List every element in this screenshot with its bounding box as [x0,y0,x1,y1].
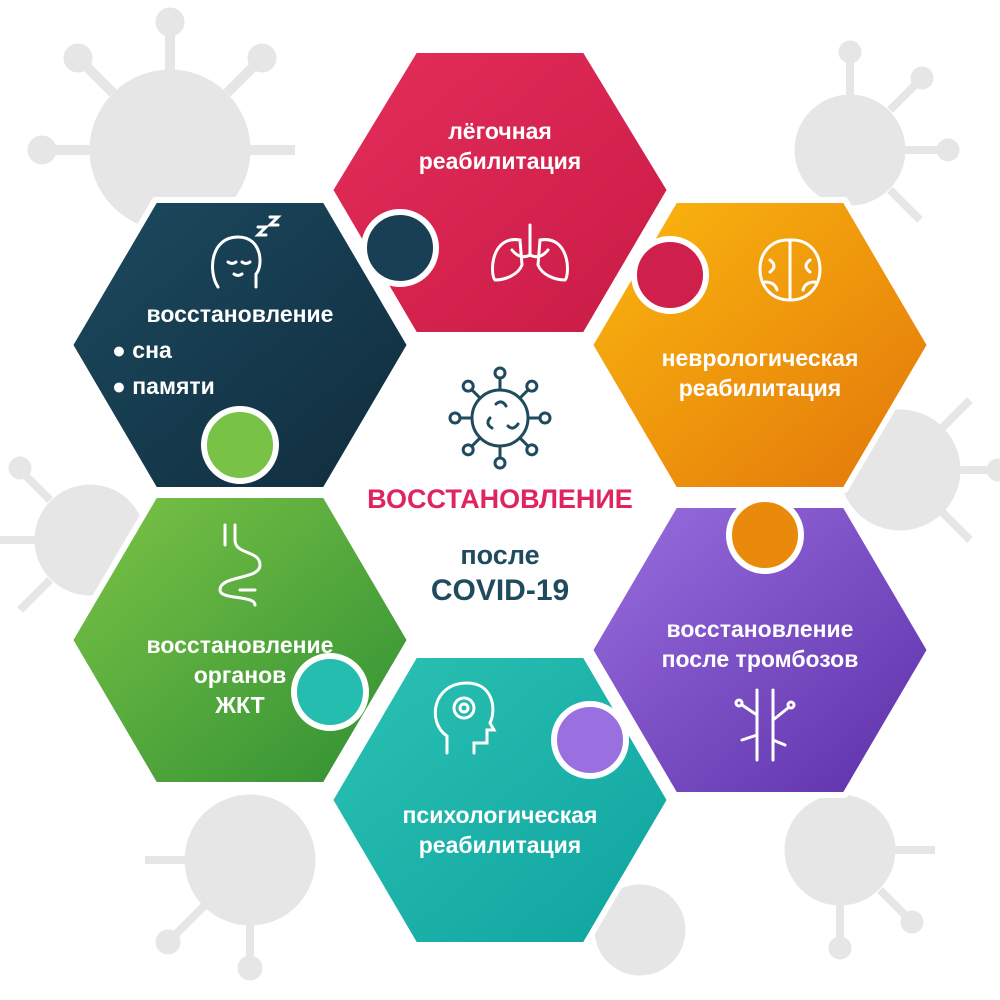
label-gi: восстановление органов ЖКТ [70,630,410,720]
puzzle-knob [726,496,804,574]
label-line: лёгочная [448,118,552,144]
label-line: после тромбозов [661,646,859,672]
virus-bg-icon [145,794,316,981]
label-thrombosis: восстановление после тромбозов [590,614,930,674]
puzzle-knob [551,701,629,779]
label-pulmonary: лёгочная реабилитация [330,116,670,176]
label-line: ● сна [112,337,172,363]
virus-icon [448,366,552,470]
virus-bg-icon [794,40,960,223]
virus-bg-icon [27,7,295,244]
puzzle-knob [201,406,279,484]
label-line: ● памяти [112,373,215,399]
label-line: ЖКТ [215,692,265,718]
puzzle-knob [361,209,439,287]
center-title: ВОССТАНОВЛЕНИЕ [367,484,633,514]
stomach-icon [218,523,262,607]
label-line: восстановление [146,632,334,658]
label-line: неврологическая [661,345,859,371]
vessel-icon [734,688,796,762]
virus-bg-icon [784,794,935,960]
label-neuro: неврологическая реабилитация [590,343,930,403]
background-viruses [0,7,1000,981]
label-line: восстановление [146,301,334,327]
label-sleep: восстановление ● сна ● памяти [70,296,410,404]
label-line: психологическая [402,802,598,828]
label-line: реабилитация [678,375,842,401]
label-psych: психологическая реабилитация [330,800,670,860]
hex-center [330,345,670,650]
hexagons [67,47,933,948]
sleeping-head-icon [211,215,282,289]
label-line: реабилитация [418,148,582,174]
center-subtitle-1: после [460,540,540,570]
puzzle-knob [631,236,709,314]
puzzle-knob [291,653,369,731]
head-spiral-icon [433,681,497,755]
label-line: восстановление [666,616,854,642]
hex-thrombosis [587,502,933,798]
label-line: реабилитация [418,832,582,858]
label-line: органов [193,662,287,688]
hex-sleep [67,197,413,493]
center-subtitle-2: COVID-19 [430,574,570,607]
brain-icon [758,238,822,302]
lungs-icon [491,223,569,282]
